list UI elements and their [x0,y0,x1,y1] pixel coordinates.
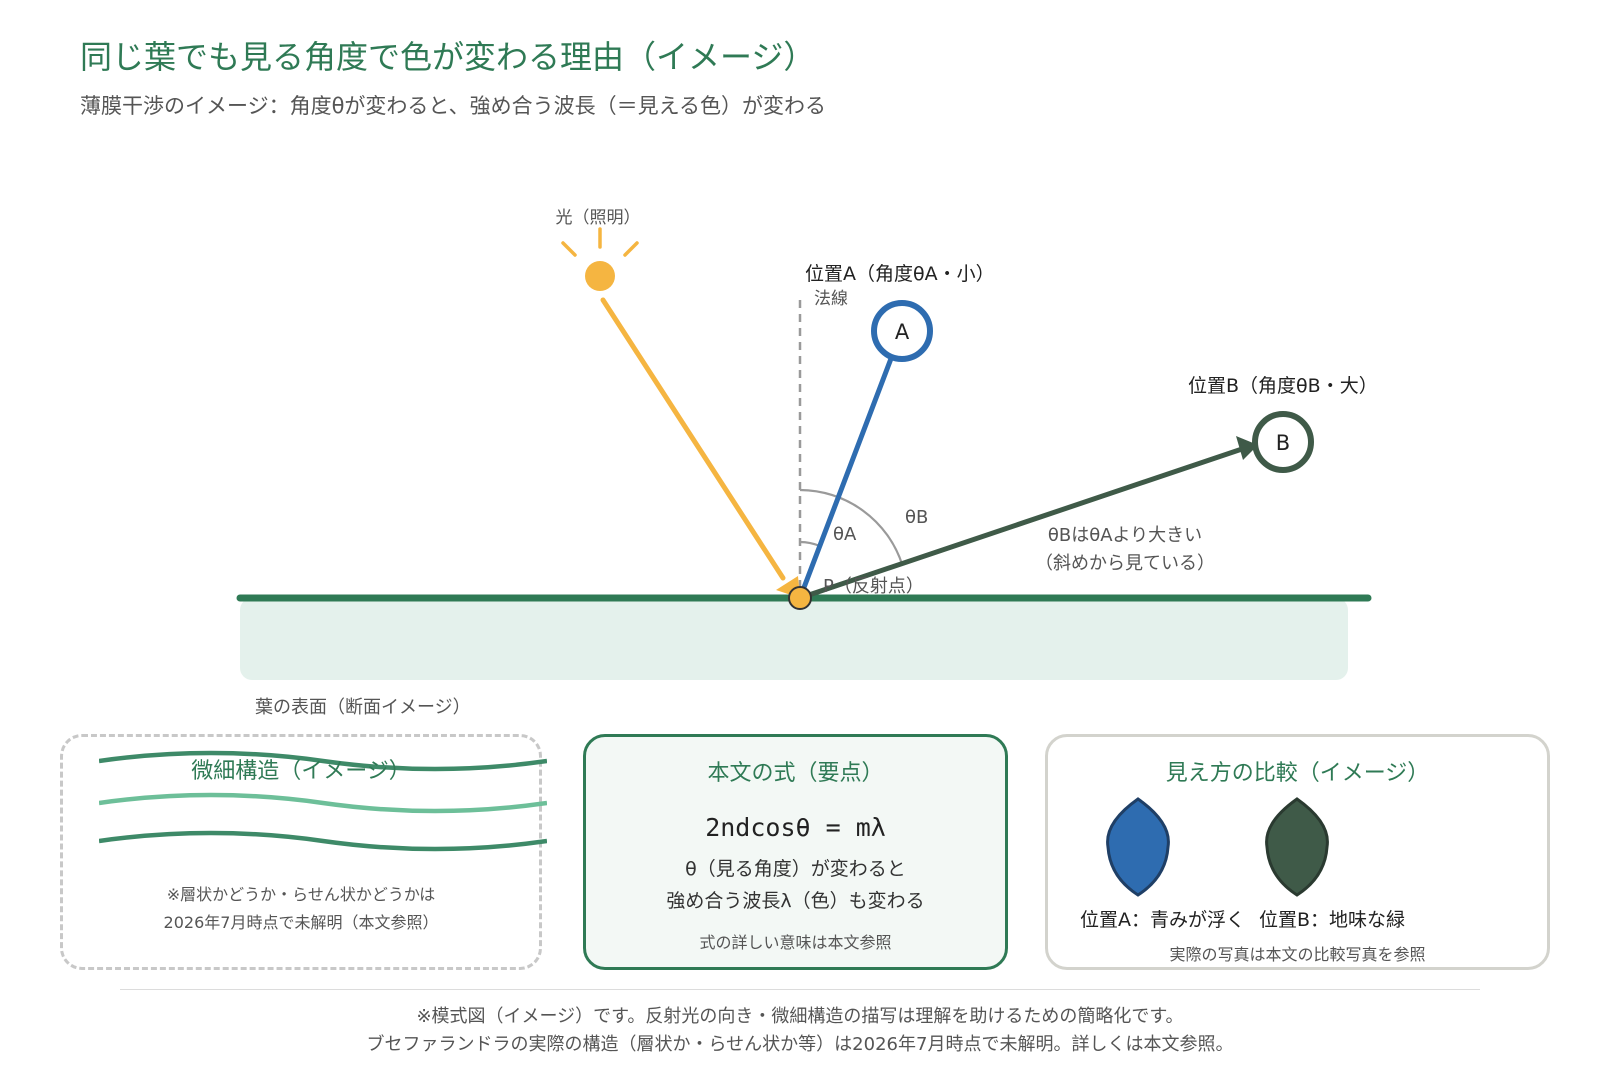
leaf-b-icon [1265,797,1329,897]
footer-note-1: ※模式図（イメージ）です。反射光の向き・微細構造の描写は理解を助けるための簡略化… [416,1006,1184,1027]
footer-divider [120,989,1480,990]
position-b-label: 位置B（角度θB・大） [1188,375,1378,397]
surface-label: 葉の表面（断面イメージ） [255,697,471,718]
comparison-panel-title: 見え方の比較（イメージ） [1165,761,1430,786]
microstructure-panel: 微細構造（イメージ） ※層状かどうか・らせん状かどうかは 2026年7月時点で未… [60,734,547,970]
leaf-comparison-icons [1106,797,1329,897]
theta-b-label: θB [905,507,928,528]
microstructure-note-1: ※層状かどうか・らせん状かどうかは [166,885,436,904]
position-b-marker [1252,411,1314,473]
angle-arc-theta-a [799,540,821,548]
incident-light-ray [600,297,786,581]
comparison-note: 実際の写真は本文の比較写真を参照 [1169,945,1426,964]
formula-note: 式の詳しい意味は本文参照 [699,933,892,952]
page-subtitle: 薄膜干渉のイメージ：角度θが変わると、強め合う波長（＝見える色）が変わる [80,94,826,118]
angle-arc-theta-b [799,488,904,565]
formula-desc-line-2: 強め合う波長λ（色）も変わる [666,890,925,912]
position-a-label: 位置A（角度θA・小） [805,263,995,285]
reflection-point-label: P（反射点） [823,576,924,597]
view-ray-b-arrowhead [1236,436,1258,460]
comparison-panel: 見え方の比較（イメージ） 位置A：青みが浮く 位置B：地味な緑 実際の写真は本文… [1045,734,1550,970]
page-title: 同じ葉でも見る角度で色が変わる理由（イメージ） [80,38,816,76]
view-ray-a [797,353,895,601]
leaf-cross-section [240,598,1348,680]
leaf-a-label: 位置A：青みが浮く [1080,909,1245,931]
microstructure-panel-title: 微細構造（イメージ） [191,759,411,784]
leaf-a-icon [1106,797,1170,897]
leaf-b-label: 位置B：地味な緑 [1259,909,1406,931]
formula-desc-line-1: θ（見る角度）が変わると [685,858,906,880]
normal-label: 法線 [814,289,848,309]
formula-panel-title: 本文の式（要点） [707,761,884,786]
formula-panel: 本文の式（要点） 2ndcosθ = mλ θ（見る角度）が変わると 強め合う波… [583,734,1008,970]
view-ray-b [797,445,1248,601]
microstructure-note-2: 2026年7月時点で未解明（本文参照） [163,913,439,932]
comparison-line-2: （斜めから見ている） [1035,553,1215,574]
theta-a-label: θA [833,524,857,545]
sun-icon [561,227,639,291]
position-a-marker-label: A [895,320,910,344]
formula-text: 2ndcosθ = mλ [705,813,886,842]
position-a-marker [871,300,933,362]
comparison-line-1: θBはθAより大きい [1048,525,1202,546]
footer-note-2: ブセファランドラの実際の構造（層状か・らせん状か等）は2026年7月時点で未解明… [366,1034,1234,1055]
microstructure-waves-icon [99,750,547,852]
position-b-marker-label: B [1276,431,1290,455]
light-label: 光（照明） [556,208,641,228]
reflection-point [788,586,812,610]
